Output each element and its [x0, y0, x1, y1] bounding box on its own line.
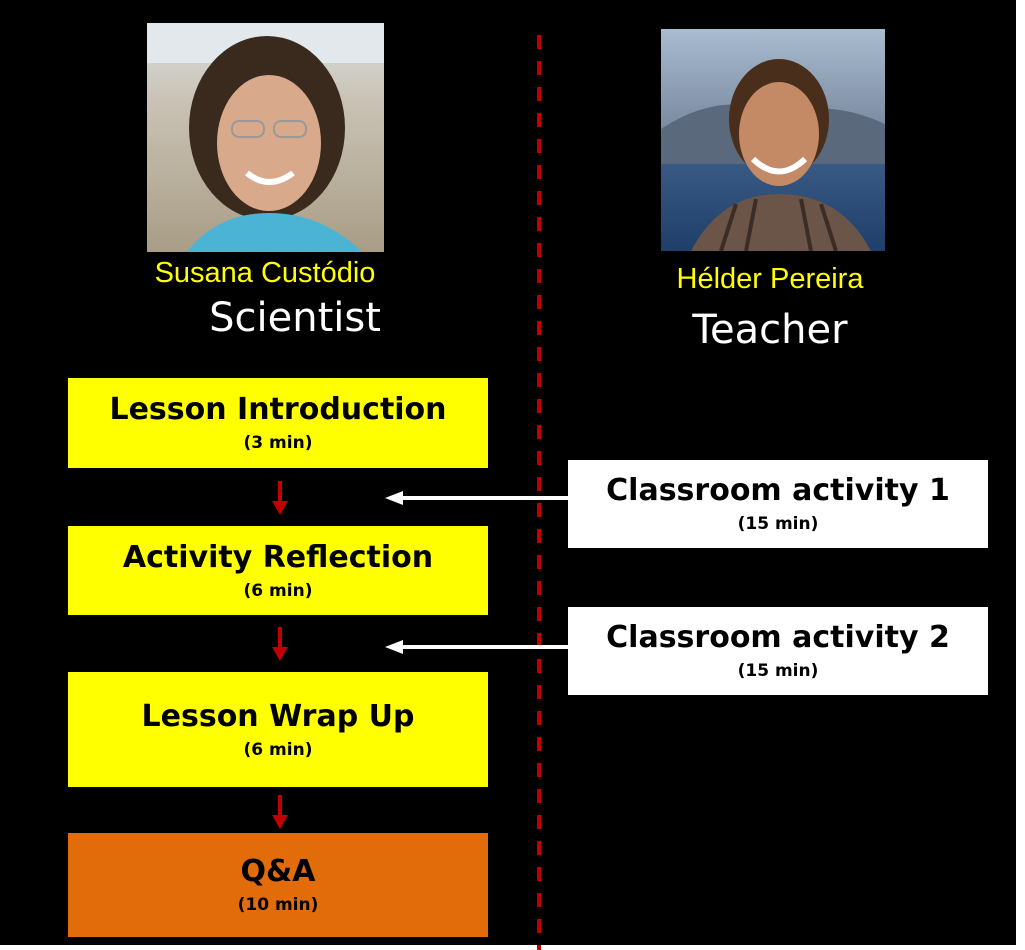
- timeline-divider: [537, 35, 541, 950]
- left-arrow-icon: [385, 640, 568, 654]
- scientist-role: Scientist: [209, 295, 381, 341]
- scientist-photo: [147, 23, 384, 252]
- step-activity-reflection: Activity Reflection (6 min): [68, 526, 488, 615]
- step-duration: (3 min): [243, 433, 313, 453]
- down-arrow-icon: [272, 627, 288, 661]
- step-title: Activity Reflection: [122, 539, 434, 575]
- down-arrow-icon: [272, 795, 288, 829]
- step-duration: (6 min): [243, 739, 313, 760]
- down-arrow-icon: [272, 481, 288, 515]
- teacher-name: Hélder Pereira: [676, 263, 864, 295]
- activity-title: Classroom activity 2: [606, 620, 950, 655]
- step-qa: Q&A (10 min): [68, 833, 488, 937]
- scientist-name: Susana Custódio: [154, 257, 376, 289]
- activity-duration: (15 min): [737, 661, 819, 681]
- step-title: Lesson Wrap Up: [141, 698, 415, 734]
- teacher-photo: [661, 29, 885, 251]
- step-duration: (10 min): [237, 895, 319, 915]
- left-arrow-icon: [385, 491, 568, 505]
- step-title: Lesson Introduction: [109, 392, 447, 427]
- step-lesson-introduction: Lesson Introduction (3 min): [68, 378, 488, 468]
- step-lesson-wrap-up: Lesson Wrap Up (6 min): [68, 672, 488, 787]
- classroom-activity-1: Classroom activity 1 (15 min): [568, 460, 988, 548]
- teacher-role: Teacher: [692, 307, 848, 353]
- activity-duration: (15 min): [737, 514, 819, 534]
- classroom-activity-2: Classroom activity 2 (15 min): [568, 607, 988, 695]
- step-title: Q&A: [240, 854, 316, 889]
- step-duration: (6 min): [243, 580, 313, 601]
- activity-title: Classroom activity 1: [606, 473, 950, 508]
